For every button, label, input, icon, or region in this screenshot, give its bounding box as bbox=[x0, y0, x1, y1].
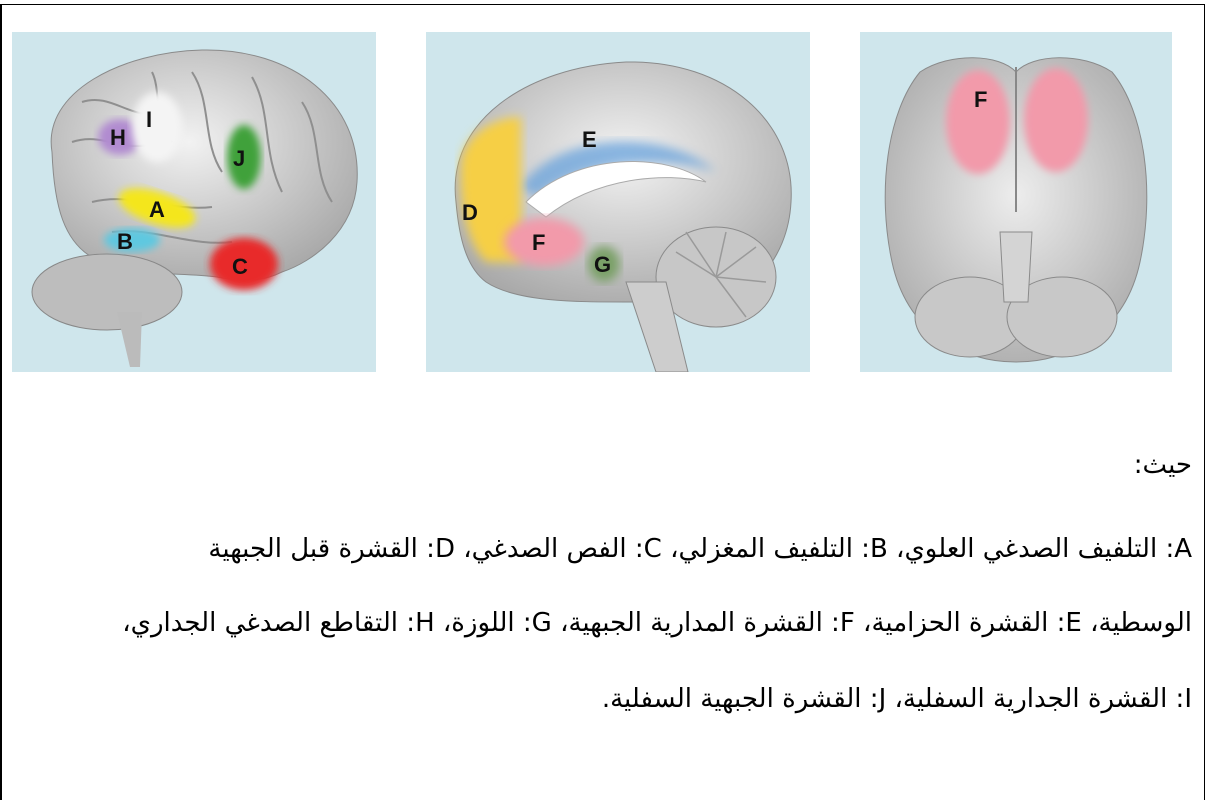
legend-intro: حيث: bbox=[18, 452, 1192, 478]
region-f-patch-left bbox=[946, 70, 1010, 174]
region-f-patch-right bbox=[1024, 68, 1088, 172]
region-i-patch bbox=[132, 92, 182, 162]
label-g: G bbox=[594, 252, 611, 277]
brain-medial-svg: E D F G bbox=[426, 32, 810, 372]
brain-ventral-svg: F bbox=[860, 32, 1172, 372]
label-b: B bbox=[117, 229, 133, 254]
label-i: I bbox=[146, 107, 152, 132]
label-d: D bbox=[462, 200, 478, 225]
brainstem-lateral bbox=[117, 312, 142, 367]
brain-medial-view: E D F G bbox=[426, 32, 810, 372]
legend-line-3: I: القشرة الجدارية السفلية، J: القشرة ال… bbox=[18, 686, 1192, 712]
label-f-medial: F bbox=[532, 230, 545, 255]
brain-lateral-view: H I J A B C bbox=[12, 32, 376, 372]
legend-line-2: الوسطية، E: القشرة الحزامية، F: القشرة ا… bbox=[18, 610, 1192, 636]
label-c: C bbox=[232, 254, 248, 279]
brainstem-ventral bbox=[1000, 232, 1032, 302]
label-f-ventral: F bbox=[974, 87, 987, 112]
cerebellum-lateral bbox=[32, 254, 182, 330]
label-j: J bbox=[233, 146, 245, 171]
cerebrum-lateral bbox=[51, 50, 357, 280]
label-h: H bbox=[110, 125, 126, 150]
legend-line-1: A: التلفيف الصدغي العلوي، B: التلفيف الم… bbox=[18, 536, 1192, 562]
label-a: A bbox=[149, 197, 165, 222]
brain-ventral-view: F bbox=[860, 32, 1172, 372]
label-e: E bbox=[582, 127, 597, 152]
brain-lateral-svg: H I J A B C bbox=[12, 32, 376, 372]
